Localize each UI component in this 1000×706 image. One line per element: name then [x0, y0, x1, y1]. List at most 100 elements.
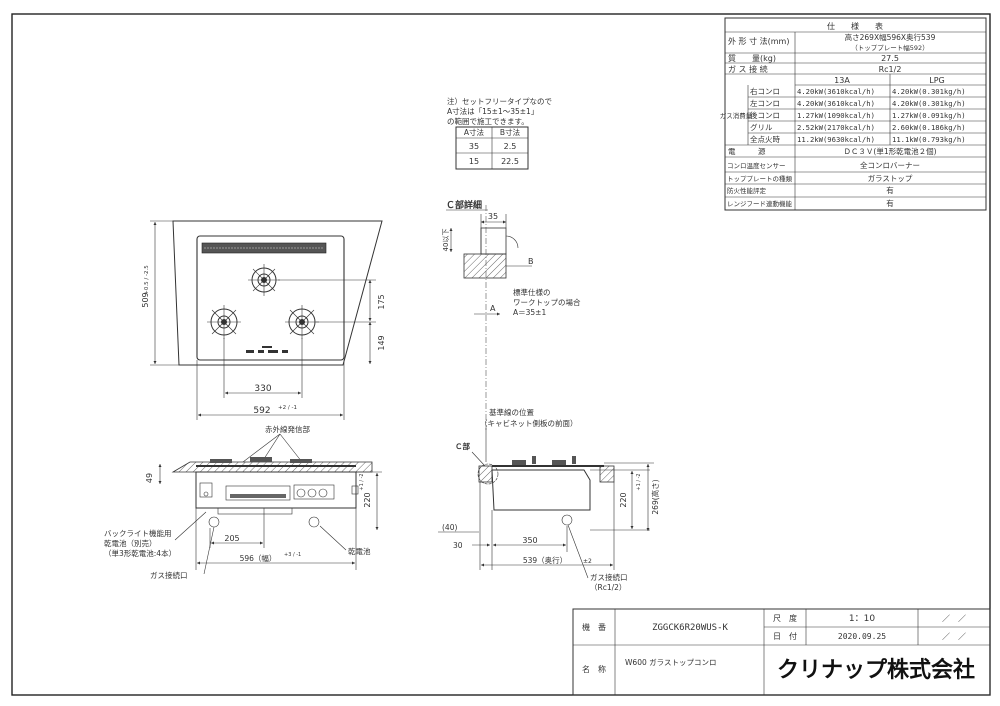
- note-cell: 35: [469, 142, 479, 151]
- tb-company: クリナップ株式会社: [777, 657, 975, 683]
- spec-power-value: ＤＣ３Ｖ(単1形乾電池２個): [843, 146, 936, 156]
- tb-model-value: ZGGCK6R20WUS-K: [652, 623, 728, 633]
- front-burner-caps: [210, 457, 312, 463]
- plan-dim-592-tol: +2 / -1: [278, 405, 297, 411]
- front-dim-49: 49: [145, 473, 154, 483]
- gas-row-lpg: 11.1kW(0.793kg/h): [892, 135, 966, 144]
- side-ref-line: 基準線の位置: [489, 407, 534, 417]
- side-gas-inlet-symbol: [561, 514, 573, 526]
- gas-row-name: グリル: [750, 122, 773, 132]
- side-burner-caps: [512, 456, 576, 465]
- burner-right: [285, 305, 319, 339]
- gas-row-13a: 11.2kW(9630kcal/h): [797, 135, 875, 144]
- c-detail-dim-35: 35: [488, 212, 498, 221]
- spec-dims-sub: （トッププレート幅592）: [851, 43, 928, 52]
- side-dim-30: 30: [453, 541, 463, 550]
- spec-gas-group-label: ガス消費量: [720, 111, 753, 120]
- side-ref-line: （キャビネット側板の前面）: [480, 418, 578, 428]
- gas-row-name: 左コンロ: [750, 98, 780, 108]
- gas-row-13a: 2.52kW(2170kcal/h): [797, 123, 875, 132]
- spec-plate-value: ガラストップ: [868, 173, 913, 183]
- tb-name-value: W600 ガラストップコンロ: [625, 657, 716, 667]
- spec-sensor-value: 全コンロバーナー: [860, 160, 920, 170]
- note-line: の範囲で施工できます。: [447, 116, 529, 126]
- front-gas-inlet-label: ガス接続口: [150, 570, 188, 580]
- front-gas-inlet-symbol: [208, 516, 220, 528]
- spec-gas-label: ガ ス 接 続: [728, 64, 768, 74]
- side-dim-269: 269(高さ): [650, 479, 660, 514]
- spec-fire-value: 有: [886, 185, 894, 195]
- c-detail-label-a: A: [490, 304, 496, 313]
- side-gas-inlet-label: ガス接続口: [590, 572, 628, 582]
- gas-row-lpg: 2.60kW(0.186kg/h): [892, 123, 966, 132]
- tb-date-label: 日 付: [773, 631, 797, 641]
- gas-row-lpg: 4.20kW(0.301kg/h): [892, 99, 966, 108]
- c-detail-std: ワークトップの場合: [513, 297, 581, 307]
- tb-date-value: 2020.09.25: [838, 632, 886, 641]
- note-cell: 2.5: [504, 142, 517, 151]
- side-view: 基準線の位置 （キャビネット側板の前面） Ｃ部 (40) 30 350 539（…: [438, 407, 660, 592]
- front-knob: [307, 488, 317, 498]
- gas-row-lpg: 1.27kW(0.091kg/h): [892, 111, 966, 120]
- gas-row-name: 全点火時: [750, 134, 780, 144]
- front-body: [195, 471, 357, 509]
- note-header-a: A寸法: [464, 127, 485, 137]
- note-line: 注）セットフリータイプなので: [447, 96, 552, 106]
- tb-scale-label: 尺 度: [773, 613, 797, 623]
- front-grill-door: [225, 485, 291, 501]
- gas-row-name: 右コンロ: [750, 86, 780, 96]
- front-knob: [318, 488, 328, 498]
- spec-title: 仕 様 表: [827, 21, 883, 31]
- c-detail-std: A＝35±1: [513, 308, 546, 317]
- side-dim-220: 220: [619, 492, 628, 507]
- worktop-outline: [172, 220, 383, 366]
- plan-dim-592: 592: [253, 406, 270, 416]
- front-control-panel: [293, 484, 335, 500]
- gas-row-lpg: 4.20kW(0.301kg/h): [892, 87, 966, 96]
- front-battery-symbol: [308, 516, 320, 528]
- plan-view: 509 +0.5 / -2.5 175 149 330 592 +2 / -1: [141, 220, 386, 420]
- front-backlight: 乾電池（別売）: [104, 538, 157, 548]
- plan-dim-175: 175: [377, 294, 386, 309]
- front-dim-596-tol: +3 / -1: [284, 552, 301, 558]
- gas-row-13a: 4.20kW(3610kcal/h): [797, 87, 875, 96]
- burner-rear: [248, 264, 280, 296]
- sheet-border: [11, 13, 991, 696]
- front-view: 赤外線発信部 49 220 +1 / -2 バックライト機能用 乾電池（別売） …: [104, 424, 382, 580]
- tb-scale-value: 1：10: [849, 614, 875, 624]
- side-gas-inlet-label2: （Rc1/2）: [590, 583, 626, 592]
- c-detail: Ｃ部詳細 35 40以下 B A 標準仕様の ワークトップの場合 A＝35±1: [442, 199, 581, 430]
- spec-dims-value: 高さ269X幅596X奥行539: [845, 32, 936, 42]
- tb-slash-1: ／ ／: [942, 614, 966, 623]
- tb-slash-2: ／ ／: [942, 632, 966, 641]
- plan-dim-149: 149: [377, 335, 386, 350]
- spec-col-13a: 13A: [834, 76, 850, 85]
- gas-row-name: 後コンロ: [750, 110, 780, 120]
- side-c-part: Ｃ部: [455, 441, 470, 451]
- note-block: 注）セットフリータイプなので A寸法は「15±1～35±1」 の範囲で施工できま…: [447, 96, 552, 170]
- front-dim-596: 596（幅）: [240, 553, 277, 563]
- side-dim-40: (40): [442, 523, 457, 532]
- spec-mass-value: 27.5: [881, 54, 899, 63]
- side-dim-539: 539（奥行）: [523, 555, 567, 565]
- tb-name-label: 名 称: [582, 664, 606, 674]
- front-dim-220: 220: [363, 492, 372, 507]
- spec-col-lpg: LPG: [929, 76, 944, 85]
- front-dim-205: 205: [224, 534, 239, 543]
- note-cell: 22.5: [501, 157, 519, 166]
- side-dim-220-tol: +1 / -2: [636, 473, 642, 490]
- tb-model-label: 機 番: [582, 622, 606, 632]
- gas-row-13a: 4.20kW(3610kcal/h): [797, 99, 875, 108]
- title-block: 機 番 ZGGCK6R20WUS-K 名 称 W600 ガラストップコンロ 尺 …: [572, 608, 991, 696]
- spec-sensor-label: コンロ温度センサー: [727, 161, 786, 170]
- spec-power-label: 電 源: [728, 147, 766, 156]
- side-body: [491, 469, 591, 511]
- note-cell: 15: [469, 157, 479, 166]
- front-backlight: バックライト機能用: [104, 528, 172, 538]
- plan-dim-509-tol: +0.5 / -2.5: [144, 265, 150, 295]
- c-detail-label-b: B: [528, 257, 534, 266]
- plan-dim-509: 509: [141, 292, 150, 307]
- spec-fire-label: 防火性能評定: [727, 186, 767, 195]
- note-header-b: B寸法: [500, 127, 521, 137]
